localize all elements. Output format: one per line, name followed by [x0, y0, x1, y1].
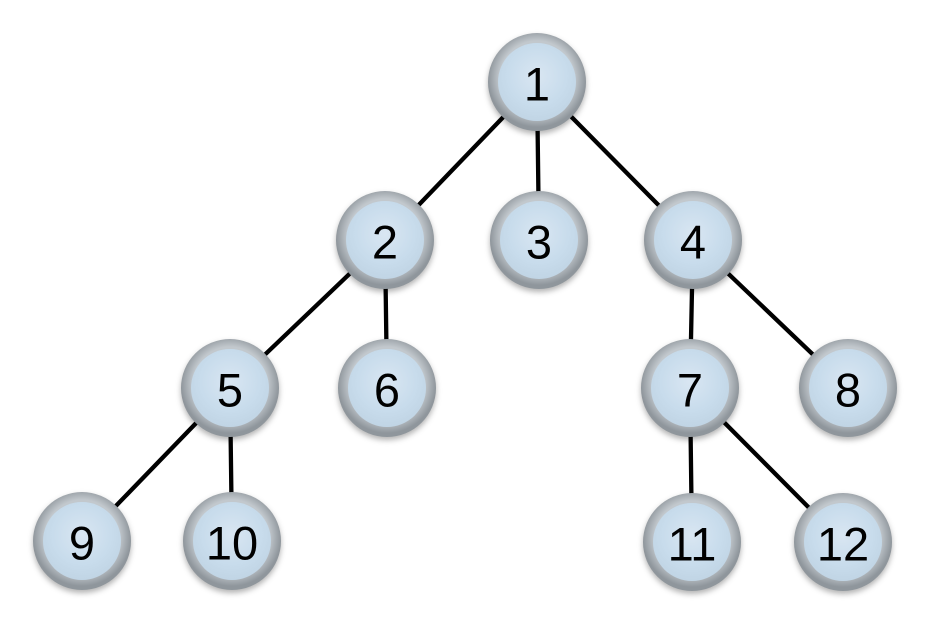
- node-body: [804, 503, 882, 581]
- node-label: 5: [217, 364, 243, 417]
- node-body: [653, 503, 731, 581]
- node-body: [191, 349, 269, 427]
- node-body: [651, 349, 729, 427]
- tree-node-8: 8: [799, 339, 897, 437]
- node-label: 4: [680, 216, 706, 269]
- node-label: 2: [372, 216, 398, 269]
- node-body: [498, 43, 576, 121]
- tree-node-6: 6: [338, 339, 436, 437]
- node-body: [500, 201, 578, 279]
- node-label: 12: [817, 518, 869, 571]
- tree-node-10: 10: [183, 492, 281, 590]
- node-label: 10: [206, 517, 258, 570]
- tree-node-1: 1: [488, 33, 586, 131]
- tree-node-7: 7: [641, 339, 739, 437]
- node-label: 7: [677, 364, 703, 417]
- node-body: [193, 502, 271, 580]
- node-body: [809, 349, 887, 427]
- tree-node-9: 9: [33, 492, 131, 590]
- node-label: 6: [374, 364, 400, 417]
- tree-node-2: 2: [336, 191, 434, 289]
- node-label: 11: [668, 518, 717, 571]
- tree-node-4: 4: [644, 191, 742, 289]
- node-body: [348, 349, 426, 427]
- node-label: 8: [835, 364, 861, 417]
- node-body: [43, 502, 121, 580]
- node-label: 9: [69, 517, 95, 570]
- tree-node-3: 3: [490, 191, 588, 289]
- tree-node-5: 5: [181, 339, 279, 437]
- node-label: 1: [524, 58, 550, 111]
- node-body: [654, 201, 732, 279]
- tree-node-12: 12: [794, 493, 892, 591]
- node-body: [346, 201, 424, 279]
- node-label: 3: [526, 216, 552, 269]
- tree-node-11: 11: [643, 493, 741, 591]
- edges-layer: [79, 79, 851, 545]
